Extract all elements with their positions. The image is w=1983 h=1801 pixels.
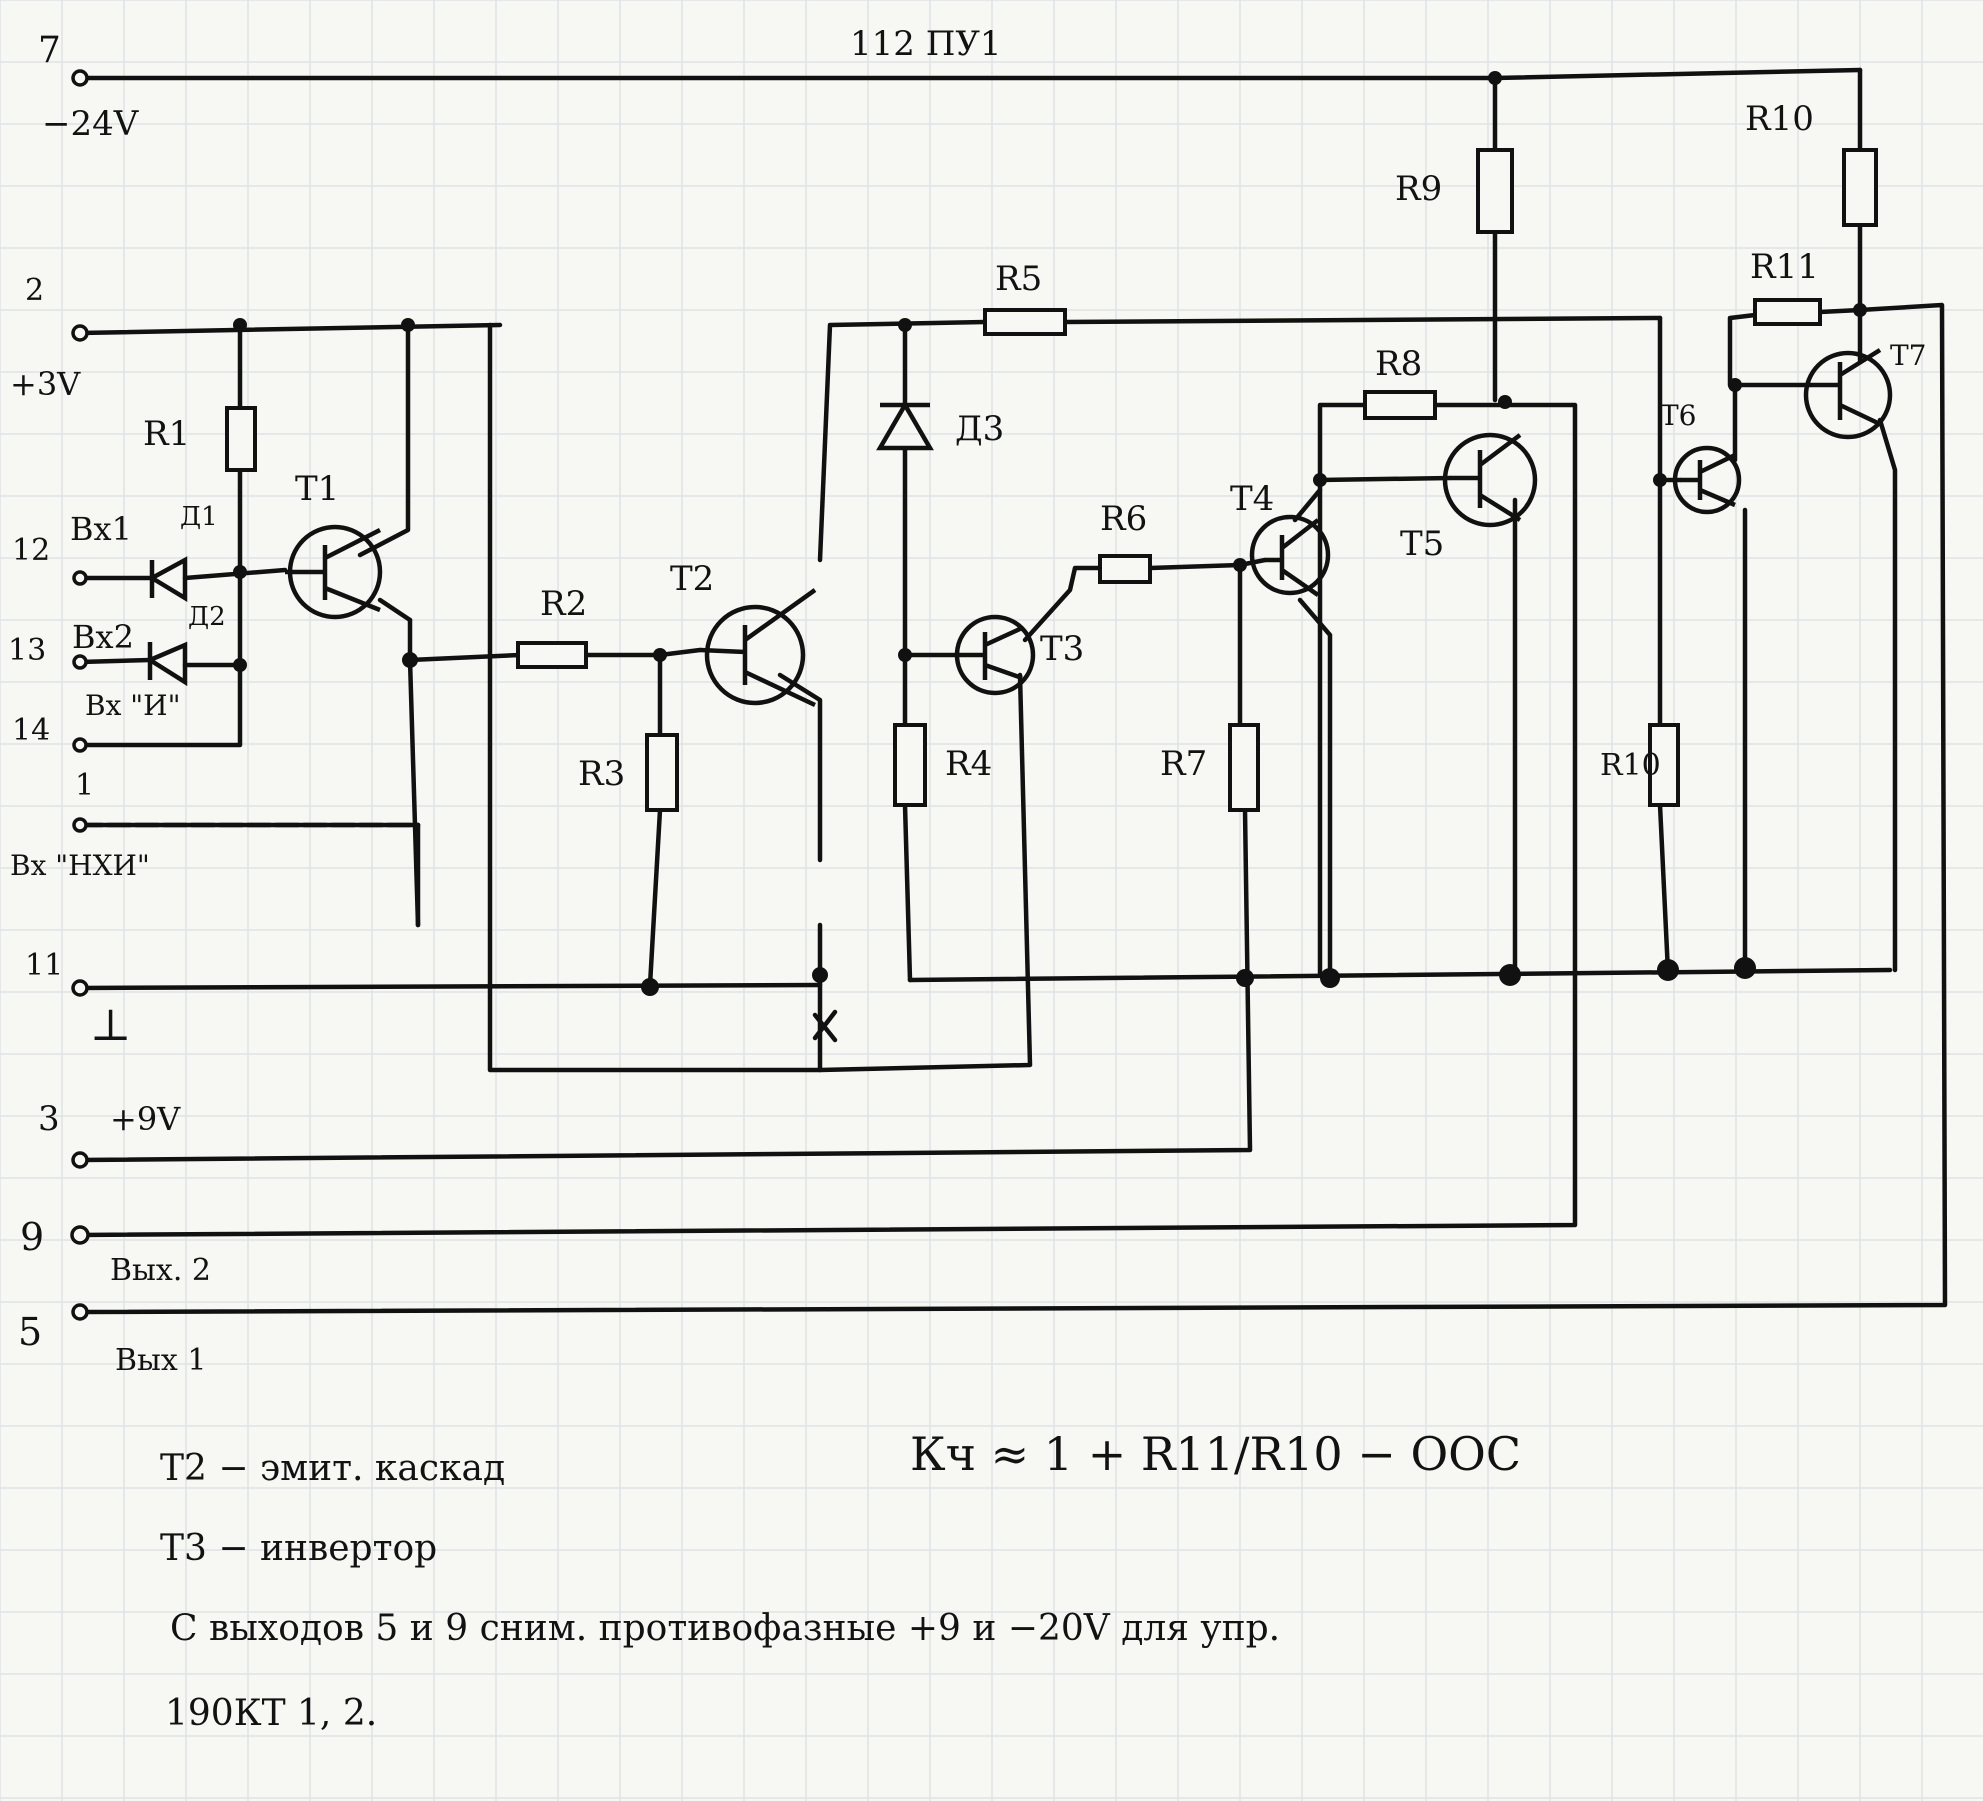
notes: Кч ≈ 1 + R11/R10 − ООС T2 − эмит. каскад… — [160, 1427, 1521, 1734]
resistor-r3 — [645, 733, 679, 812]
resistor-r9 — [1476, 148, 1514, 234]
transistor-t4 — [1249, 514, 1331, 597]
label-t5: T5 — [1400, 524, 1444, 564]
resistor-r10-low — [1648, 723, 1680, 807]
transistor-t2 — [699, 588, 817, 708]
transistor-t6 — [1672, 445, 1742, 515]
label-r8: R8 — [1375, 344, 1422, 384]
pin-3-number: 3 — [38, 1099, 60, 1139]
transistors — [285, 348, 1893, 708]
resistor-r4 — [893, 723, 927, 807]
label-t2: T2 — [670, 559, 714, 599]
pin-1-number: 1 — [75, 768, 94, 803]
note-line-2: T3 − инвертор — [160, 1528, 437, 1569]
label-r10-low: R10 — [1600, 748, 1661, 783]
pin-7-number: 7 — [38, 30, 61, 71]
note-line-1: T2 − эмит. каскад — [160, 1448, 505, 1489]
label-r7: R7 — [1160, 744, 1207, 784]
resistor-r5 — [983, 308, 1067, 336]
resistor-r1 — [225, 406, 257, 472]
resistor-r6 — [1098, 554, 1152, 584]
note-line-3: С выходов 5 и 9 сним. противофазные +9 и… — [170, 1608, 1280, 1649]
pin-2-number: 2 — [25, 273, 44, 308]
note-line-4: 190КТ 1, 2. — [165, 1693, 377, 1734]
resistor-r11 — [1753, 298, 1822, 326]
pin-labels: 7 −24V 2 +3V 12 Вх1 13 Вх2 14 Вх "И" 1 В… — [8, 30, 211, 1378]
diode-d3 — [876, 400, 934, 451]
label-r6: R6 — [1100, 499, 1147, 539]
resistor-r7 — [1228, 723, 1260, 812]
pin-7-label: −24V — [42, 104, 140, 144]
pin-5-number: 5 — [18, 1310, 42, 1354]
diode-d1 — [147, 556, 188, 602]
pin-2-label: +3V — [10, 365, 81, 403]
label-t1: T1 — [295, 469, 339, 509]
label-r1: R1 — [143, 414, 190, 454]
label-t4: T4 — [1230, 479, 1274, 519]
cross-mark — [812, 1009, 838, 1043]
label-r11: R11 — [1750, 247, 1819, 287]
pin-1-label: Вх "НХИ" — [10, 849, 150, 882]
page-title: 112 ПУ1 — [850, 24, 1002, 64]
pin-13-label: Вх2 — [72, 618, 134, 656]
pin-14-number: 14 — [12, 713, 50, 748]
label-r4: R4 — [945, 744, 992, 784]
label-r10-top: R10 — [1745, 99, 1814, 139]
pin-12-label: Вх1 — [70, 510, 132, 548]
label-t6: T6 — [1660, 399, 1697, 432]
pin-9-label: Вых. 2 — [110, 1253, 211, 1288]
label-r2: R2 — [540, 584, 587, 624]
transistor-t3 — [954, 614, 1036, 696]
pin-11-number: 11 — [25, 948, 63, 983]
pin-14-label: Вх "И" — [85, 689, 180, 722]
label-t3: T3 — [1040, 629, 1084, 669]
pin-12-number: 12 — [12, 533, 50, 568]
label-t7: T7 — [1890, 339, 1927, 372]
label-r9: R9 — [1395, 169, 1442, 209]
pin-13-number: 13 — [8, 633, 46, 668]
label-r3: R3 — [578, 754, 625, 794]
note-formula: Кч ≈ 1 + R11/R10 − ООС — [910, 1427, 1521, 1481]
diodes — [145, 400, 934, 687]
label-d2: Д2 — [188, 602, 226, 632]
label-d3: Д3 — [955, 409, 1004, 449]
pin-11-label: ⊥ — [90, 1000, 131, 1051]
resistor-r8 — [1363, 390, 1437, 420]
label-d1: Д1 — [180, 502, 218, 532]
terminals — [70, 69, 90, 1321]
pin-9-number: 9 — [20, 1215, 44, 1259]
pin-5-label: Вых 1 — [115, 1343, 206, 1378]
resistor-r10-top — [1842, 148, 1878, 227]
resistor-r2 — [516, 641, 588, 669]
resistors — [225, 148, 1878, 812]
transistor-t5 — [1442, 432, 1538, 528]
diode-d2 — [145, 641, 188, 687]
transistor-t7 — [1803, 348, 1893, 440]
pin-3-label: +9V — [110, 1100, 181, 1138]
label-r5: R5 — [995, 259, 1042, 299]
transistor-t1 — [285, 524, 383, 620]
component-labels: R1 T1 Д1 Д2 R2 T2 R3 R5 Д3 R4 T3 R6 T4 R… — [143, 99, 1927, 794]
junctions — [233, 71, 1867, 996]
